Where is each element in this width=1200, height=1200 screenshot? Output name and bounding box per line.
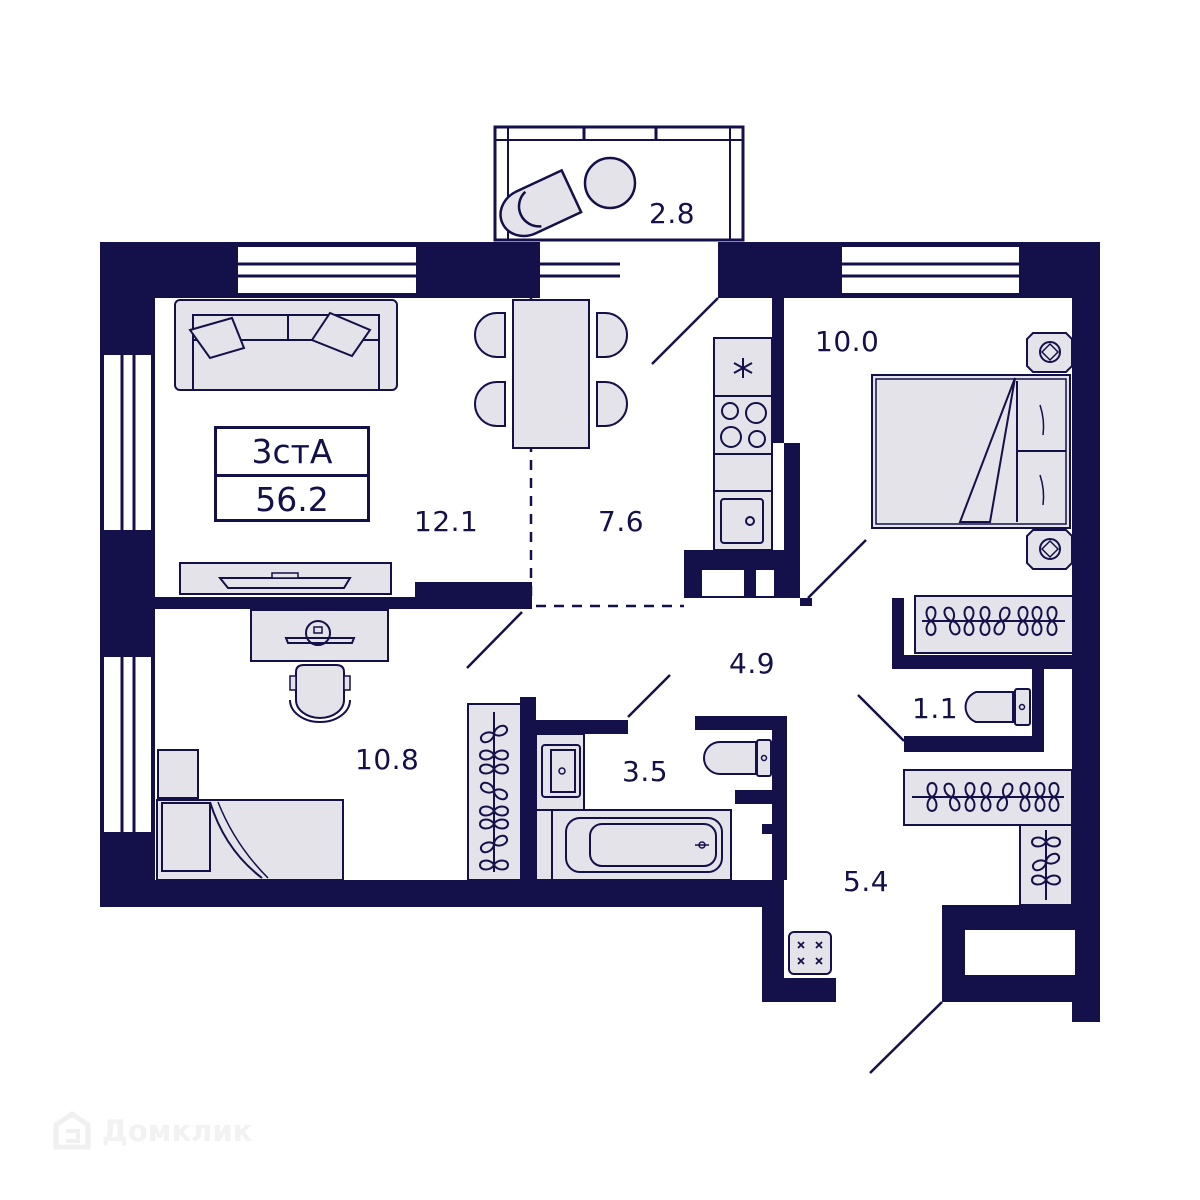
double-bed-icon xyxy=(871,374,1071,529)
room-area-living-room: 12.1 xyxy=(414,505,479,538)
dining-table-icon xyxy=(474,299,628,449)
hood-icon xyxy=(733,358,753,378)
room-area-kitchen: 7.6 xyxy=(598,505,645,538)
toilet-icon xyxy=(964,688,1031,726)
zone-dividers xyxy=(529,298,684,608)
room-area-bedroom: 10.0 xyxy=(815,325,880,358)
wardrobe-icon xyxy=(903,769,1073,906)
windows xyxy=(104,247,1075,975)
watermark: Домклик xyxy=(50,1111,253,1150)
wardrobe-icon xyxy=(914,595,1074,654)
single-bed-icon xyxy=(156,749,344,881)
wardrobe-icon xyxy=(467,703,522,881)
round-table-icon xyxy=(583,156,637,210)
room-area-children-room: 10.8 xyxy=(355,743,420,776)
desk-chair-icon xyxy=(289,664,351,723)
washbasin-icon xyxy=(535,733,585,811)
stove-icon xyxy=(720,402,767,448)
toilet-icon xyxy=(703,739,772,777)
room-area-toilet: 1.1 xyxy=(912,692,959,725)
apartment-type-badge: 3стА 56.2 xyxy=(214,426,370,522)
kitchen-counter-icon xyxy=(713,337,773,551)
nightstand-icon xyxy=(1026,332,1073,570)
room-area-bathroom: 3.5 xyxy=(622,755,669,788)
door-swings xyxy=(466,297,943,1074)
desk-icon xyxy=(250,609,389,662)
electric-panel-icon xyxy=(788,931,832,975)
balcony xyxy=(493,125,745,242)
sofa-icon xyxy=(174,299,398,391)
room-area-balcony: 2.8 xyxy=(649,197,696,230)
watermark-text: Домклик xyxy=(102,1114,253,1148)
tv-stand-icon xyxy=(179,562,392,595)
total-area: 56.2 xyxy=(255,480,329,519)
bathtub-icon xyxy=(535,809,732,881)
room-area-hall: 4.9 xyxy=(729,647,776,680)
sink-icon xyxy=(720,498,764,544)
house-logo-icon xyxy=(53,1111,91,1150)
room-area-entrance-hall: 5.4 xyxy=(843,865,890,898)
apartment-type: 3стА xyxy=(217,429,367,477)
armchair-icon xyxy=(499,168,583,238)
